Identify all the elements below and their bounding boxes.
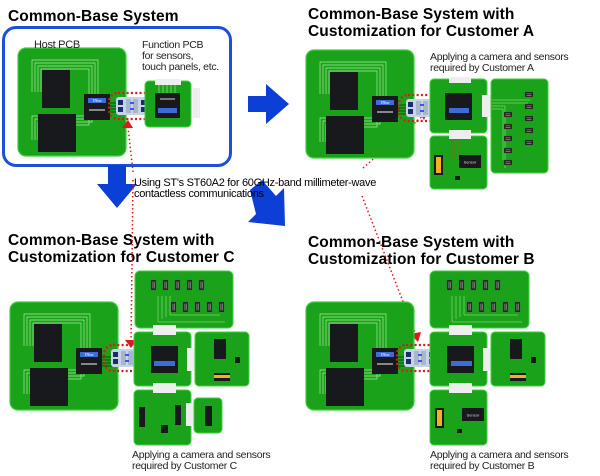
customer-c-title-line1: Common-Base System with (8, 232, 215, 249)
customer-c-note-line1: Applying a camera and sensors (132, 449, 271, 461)
customer-a-host-pcb (305, 49, 415, 159)
customer-c-extra-sensor-pcb (193, 397, 223, 434)
base-title: Common-Base System (8, 8, 179, 25)
customer-a-camera-pcb: Sensor (429, 130, 488, 190)
customer-b-camera-pcb: Sensor (429, 383, 488, 446)
function-pcb-label: Function PCB for sensors, touch panels, … (142, 40, 219, 73)
customer-b-sensor-chip: Sensor (467, 413, 480, 418)
base-function-pcb (144, 78, 192, 128)
customer-c-camera-pcb (133, 383, 196, 446)
customer-a-title: Common-Base System with Customization fo… (308, 6, 534, 40)
customer-c-sensor-pcb (194, 331, 250, 387)
customer-a-note-line1: Applying a camera and sensors (430, 51, 569, 63)
callout-line1: Using ST's ST60A2 for 60GHz-band millime… (134, 177, 377, 189)
customer-c-main-function-pcb (133, 325, 198, 387)
customer-a-sensor-chip: Sensor (464, 160, 477, 165)
down-arrow-icon (97, 165, 137, 208)
function-pcb-label-line2: for sensors, (142, 50, 194, 62)
function-pcb-label-line3: touch panels, etc. (142, 61, 219, 73)
customer-b-title: Common-Base System with Customization fo… (308, 234, 535, 268)
customer-a-note-line2: required by Customer A (430, 62, 534, 74)
customer-c-host-pcb (9, 301, 119, 411)
host-pcb-label: Host PCB (34, 39, 80, 51)
customer-b-note-line1: Applying a camera and sensors (430, 449, 569, 461)
base-host-pcb (17, 47, 127, 157)
customer-c-note: Applying a camera and sensors required b… (132, 449, 271, 472)
customer-c-title: Common-Base System with Customization fo… (8, 232, 235, 266)
customer-a-title-line2: Customization for Customer A (308, 23, 535, 40)
diagonal-arrow-icon (248, 180, 285, 226)
customer-c-note-line2: required by Customer C (132, 460, 237, 472)
st60a2-callout: Using ST's ST60A2 for 60GHz-band millime… (134, 178, 376, 200)
function-pcb-label-line1: Function PCB (142, 39, 204, 51)
customer-a-main-function-pcb (429, 77, 492, 134)
customer-c-photo-interrupter-pcb (134, 270, 234, 329)
customer-b-note-line2: required by Customer B (430, 460, 535, 472)
customer-b-note: Applying a camera and sensors required b… (430, 449, 569, 472)
customer-c-title-line2: Customization for Customer C (8, 249, 235, 266)
customer-a-photo-interrupter-pcb (490, 78, 549, 174)
customer-b-photo-interrupter-pcb (429, 270, 530, 329)
customer-a-note: Applying a camera and sensors required b… (430, 51, 569, 74)
customer-a-title-line1: Common-Base System with (308, 6, 515, 23)
right-arrow-icon (248, 84, 289, 124)
customer-b-sensor-pcb (490, 331, 546, 387)
callout-line2: contactless communications (134, 188, 264, 200)
base-connector (193, 88, 200, 118)
customer-b-title-line1: Common-Base System with (308, 234, 515, 251)
customer-b-title-line2: Customization for Customer B (308, 251, 535, 268)
customer-b-main-function-pcb (429, 325, 494, 387)
